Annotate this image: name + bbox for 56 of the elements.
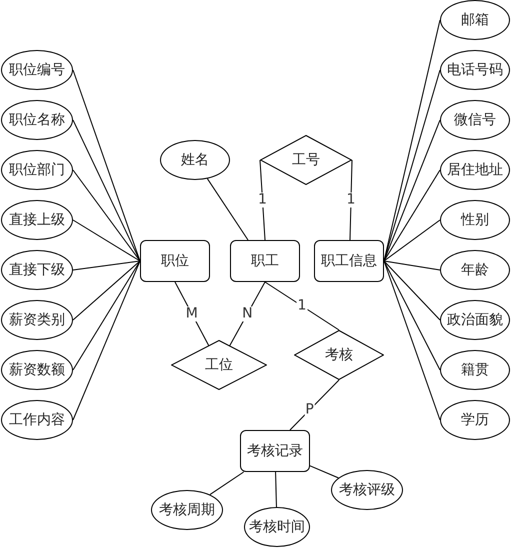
cardinality-label: 1 <box>346 192 356 208</box>
attribute-ellipse: 考核评级 <box>331 470 403 510</box>
cardinality-label: M <box>184 306 199 322</box>
attribute-ellipse: 电话号码 <box>440 50 510 90</box>
attribute-ellipse: 工作内容 <box>1 400 73 440</box>
connector-line <box>72 260 140 420</box>
connector-line <box>384 260 440 420</box>
attribute-ellipse: 年龄 <box>440 250 510 290</box>
connector-line <box>384 260 440 370</box>
attribute-ellipse: 籍贯 <box>440 350 510 390</box>
attribute-ellipse: 政治面貌 <box>440 300 510 340</box>
connector-line <box>290 380 340 430</box>
connector-line <box>264 282 340 330</box>
connector-line <box>384 260 440 320</box>
connector-line <box>209 472 244 496</box>
entity-box: 职位 <box>140 240 210 282</box>
attribute-ellipse: 薪资类别 <box>1 300 73 340</box>
connector-line <box>275 472 277 508</box>
relationship-diamond: 考核 <box>294 330 384 380</box>
entity-box: 职工 <box>230 240 300 282</box>
connector-line <box>206 178 248 240</box>
relationship-diamond: 工号 <box>260 135 352 185</box>
attribute-ellipse: 学历 <box>440 400 510 440</box>
connector-line <box>72 260 140 270</box>
connector-line <box>229 282 266 346</box>
connector-line <box>384 260 440 270</box>
connector-line <box>384 170 440 262</box>
connector-line <box>72 70 140 262</box>
cardinality-label: 1 <box>296 298 308 314</box>
attribute-ellipse: 居住地址 <box>440 150 510 190</box>
connector-line <box>72 170 140 262</box>
attribute-ellipse: 性别 <box>440 200 510 240</box>
entity-box: 考核记录 <box>240 430 310 472</box>
relationship-diamond: 工位 <box>171 340 267 390</box>
attribute-ellipse: 职位编号 <box>1 50 73 90</box>
cardinality-label: N <box>241 306 254 322</box>
attribute-ellipse: 考核周期 <box>151 490 223 530</box>
cardinality-label: P <box>304 402 315 418</box>
attribute-ellipse: 直接上级 <box>1 200 73 240</box>
attribute-ellipse: 微信号 <box>440 100 510 140</box>
connector-line <box>72 120 140 262</box>
attribute-ellipse: 直接下级 <box>1 250 73 290</box>
attribute-ellipse: 考核时间 <box>244 507 310 547</box>
connector-line <box>72 260 140 370</box>
attribute-ellipse: 职位部门 <box>1 150 73 190</box>
connector-line <box>310 465 339 478</box>
attribute-ellipse: 薪资数额 <box>1 350 73 390</box>
connector-line <box>72 220 140 262</box>
connector-line <box>384 120 440 262</box>
entity-box: 职工信息 <box>314 240 384 282</box>
attribute-ellipse: 邮箱 <box>440 0 510 40</box>
attribute-ellipse: 职位名称 <box>1 100 73 140</box>
attribute-ellipse: 姓名 <box>160 140 230 180</box>
cardinality-label: 1 <box>257 192 268 208</box>
connector-line <box>72 260 140 320</box>
connector-line <box>384 220 440 262</box>
